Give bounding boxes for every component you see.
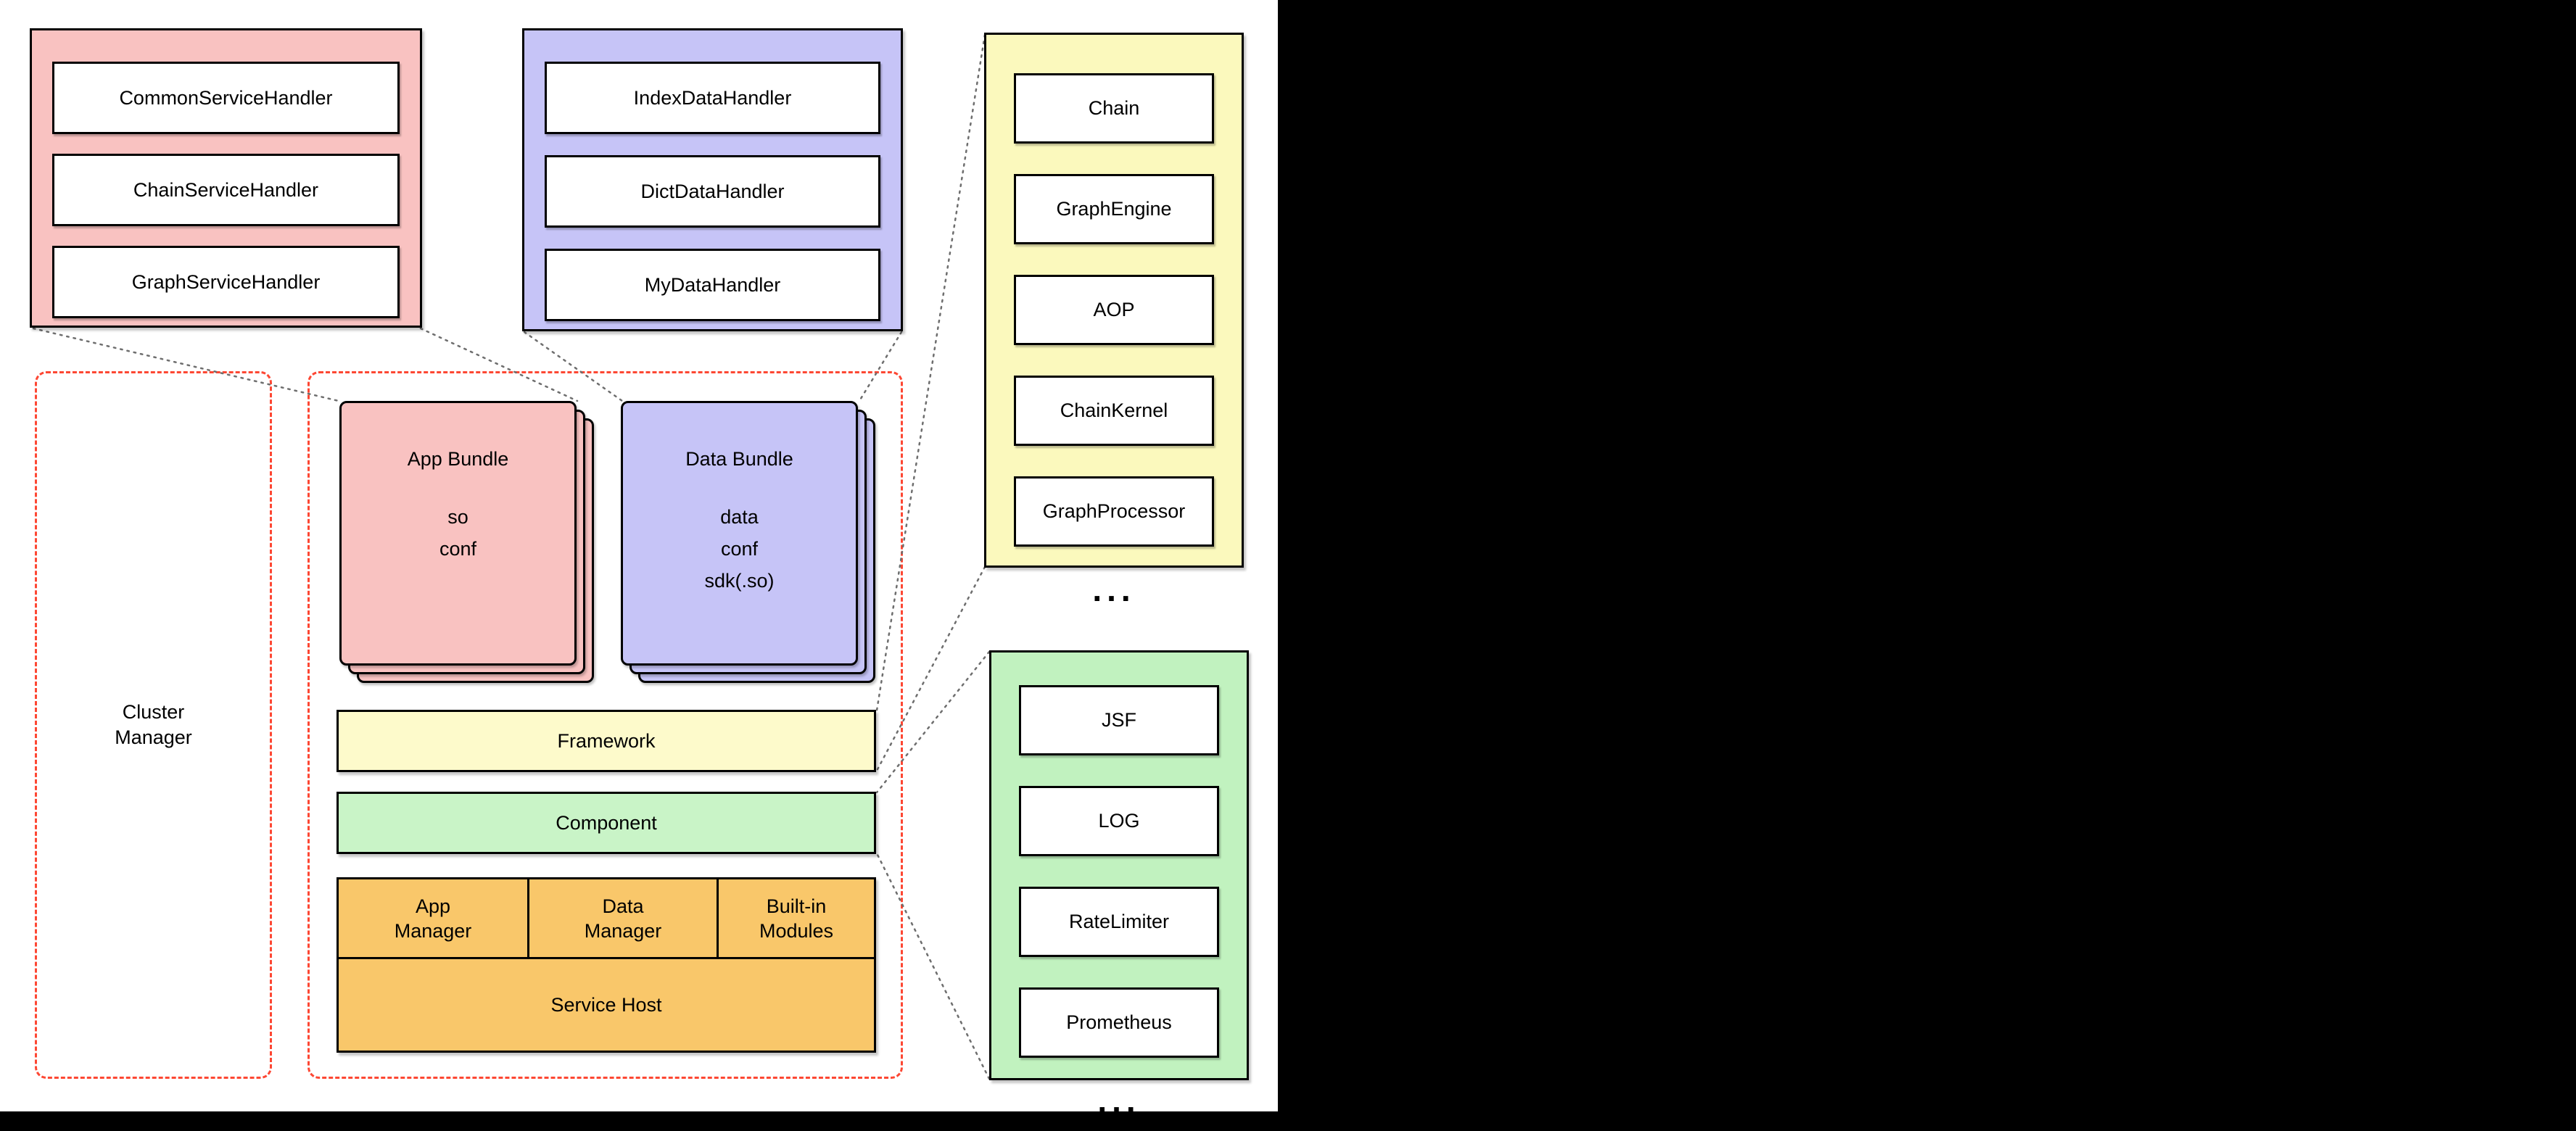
component-module-box: Prometheus bbox=[1019, 987, 1219, 1058]
builtin-modules-cell: Built-in Modules bbox=[759, 895, 834, 942]
framework-module-box: GraphEngine bbox=[1014, 174, 1214, 244]
service-handler-box: ChainServiceHandler bbox=[52, 154, 400, 226]
cluster-manager-container: Cluster Manager bbox=[35, 371, 272, 1079]
component-module-box: JSF bbox=[1019, 685, 1219, 755]
app-bundle-title: App Bundle bbox=[407, 448, 509, 470]
app-bundle-card: App Bundle so conf bbox=[339, 401, 577, 666]
data-handlers-group: IndexDataHandler DictDataHandler MyDataH… bbox=[522, 28, 903, 331]
data-bundle-card: Data Bundle data conf sdk(.so) bbox=[621, 401, 858, 666]
data-bundle-contents: data conf sdk(.so) bbox=[704, 506, 775, 592]
data-handler-box: IndexDataHandler bbox=[545, 62, 880, 134]
managers-row: App Manager Data Manager Built-in Module… bbox=[339, 879, 874, 959]
component-modules-group: JSF LOG RateLimiter Prometheus ... bbox=[989, 650, 1249, 1111]
framework-modules-ellipsis: ... bbox=[1092, 571, 1136, 608]
service-handler-box: GraphServiceHandler bbox=[52, 246, 400, 318]
app-manager-cell: App Manager bbox=[339, 879, 529, 957]
service-host-cell: Service Host bbox=[550, 993, 662, 1016]
app-bundle-contents: so conf bbox=[439, 506, 477, 560]
component-bar: Component bbox=[337, 792, 876, 854]
framework-modules-group: Chain GraphEngine AOP ChainKernel GraphP… bbox=[984, 33, 1244, 606]
framework-module-box: Chain bbox=[1014, 73, 1214, 144]
component-modules-ellipsis: ... bbox=[1097, 1082, 1141, 1111]
service-handler-box: CommonServiceHandler bbox=[52, 62, 400, 134]
framework-module-box: AOP bbox=[1014, 275, 1214, 345]
component-module-box: RateLimiter bbox=[1019, 887, 1219, 957]
data-handler-box: MyDataHandler bbox=[545, 249, 880, 321]
data-handler-box: DictDataHandler bbox=[545, 155, 880, 228]
cluster-manager-label: Cluster Manager bbox=[115, 700, 192, 748]
framework-bar: Framework bbox=[337, 710, 876, 772]
diagram-canvas: Cluster Manager CommonServiceHandler Cha… bbox=[0, 0, 1278, 1111]
component-module-box: LOG bbox=[1019, 786, 1219, 856]
data-manager-cell: Data Manager bbox=[529, 879, 719, 957]
framework-module-box: ChainKernel bbox=[1014, 376, 1214, 446]
framework-module-box: GraphProcessor bbox=[1014, 476, 1214, 547]
data-bundle-title: Data Bundle bbox=[685, 448, 793, 470]
service-host-block: App Manager Data Manager Built-in Module… bbox=[337, 877, 876, 1053]
service-handlers-group: CommonServiceHandler ChainServiceHandler… bbox=[30, 28, 422, 328]
